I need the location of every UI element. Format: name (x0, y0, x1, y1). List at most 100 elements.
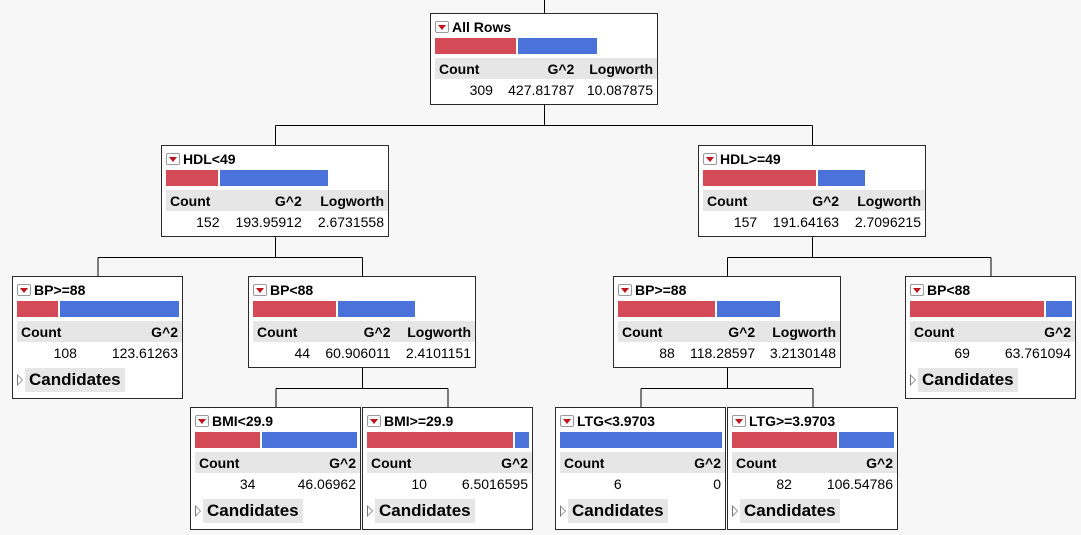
red-triangle-menu-icon[interactable] (253, 284, 267, 296)
count-value: 108 (53, 344, 77, 361)
g2-header: G^2 (259, 452, 360, 473)
count-header: Count (618, 321, 679, 342)
candidates-disclosure[interactable]: Candidates (367, 499, 475, 523)
count-header: Count (367, 452, 431, 473)
node-title: BP<88 (253, 281, 313, 299)
candidates-disclosure[interactable]: Candidates (560, 499, 668, 523)
disclosure-triangle-icon[interactable] (732, 505, 738, 517)
red-triangle-menu-icon[interactable] (17, 284, 31, 296)
candidates-label[interactable]: Candidates (25, 368, 125, 392)
logworth-header: Logworth (578, 58, 657, 79)
disclosure-triangle-icon[interactable] (910, 374, 916, 386)
g2-value: 63.761094 (1004, 344, 1071, 361)
node-title: BP>=88 (17, 281, 85, 299)
g2-value: 118.28597 (689, 344, 756, 361)
node-title: BMI>=29.9 (367, 412, 453, 430)
count-value: 10 (411, 475, 427, 492)
logworth-value: 10.087875 (586, 81, 653, 98)
g2-header: G^2 (973, 321, 1075, 342)
count-value: 6 (613, 475, 622, 492)
response-bar-chart (910, 301, 1073, 317)
red-triangle-menu-icon[interactable] (618, 284, 632, 296)
disclosure-triangle-icon[interactable] (560, 505, 566, 517)
response-bar-blue (1046, 301, 1072, 317)
count-value: 157 (733, 213, 758, 230)
red-triangle-menu-icon[interactable] (435, 21, 449, 33)
g2-header: G^2 (795, 452, 897, 473)
count-value: 152 (196, 213, 220, 230)
disclosure-triangle-icon[interactable] (367, 505, 373, 517)
node-title: BMI<29.9 (195, 412, 273, 430)
candidates-label[interactable]: Candidates (375, 499, 475, 523)
response-bar-red (367, 432, 513, 448)
count-header: Count (703, 190, 762, 211)
node-title: LTG>=3.9703 (732, 412, 835, 430)
stats-value-row: 82 106.54786 (732, 473, 897, 494)
count-header: Count (166, 190, 224, 211)
response-bar-blue (338, 301, 415, 317)
candidates-label[interactable]: Candidates (918, 368, 1018, 392)
g2-value: 46.06962 (297, 475, 356, 492)
response-bar-red (17, 301, 58, 317)
red-triangle-menu-icon[interactable] (703, 153, 717, 165)
disclosure-triangle-icon[interactable] (195, 505, 201, 517)
red-triangle-menu-icon[interactable] (910, 284, 924, 296)
candidates-label[interactable]: Candidates (203, 499, 303, 523)
logworth-header: Logworth (305, 190, 388, 211)
node-split-label: HDL<49 (183, 151, 236, 167)
count-value: 82 (776, 475, 792, 492)
candidates-label[interactable]: Candidates (568, 499, 668, 523)
node-split-label: BMI>=29.9 (384, 413, 454, 429)
g2-value: 0 (713, 475, 721, 492)
response-bar-red (732, 432, 837, 448)
logworth-value: 3.2130148 (769, 344, 836, 361)
count-value: 69 (954, 344, 970, 361)
node-split-label: BP<88 (927, 282, 971, 298)
g2-header: G^2 (430, 452, 532, 473)
response-bar-chart (367, 432, 530, 448)
red-triangle-menu-icon[interactable] (166, 153, 180, 165)
g2-value: 106.54786 (826, 475, 893, 492)
count-value: 309 (469, 81, 493, 98)
candidates-disclosure[interactable]: Candidates (195, 499, 303, 523)
node-title: BP<88 (910, 281, 970, 299)
red-triangle-menu-icon[interactable] (560, 415, 574, 427)
red-triangle-menu-icon[interactable] (195, 415, 209, 427)
disclosure-triangle-icon[interactable] (17, 374, 23, 386)
response-bar-blue (220, 170, 328, 186)
node-title: HDL<49 (166, 150, 236, 168)
red-triangle-menu-icon[interactable] (732, 415, 746, 427)
count-value: 34 (239, 475, 256, 492)
candidates-disclosure[interactable]: Candidates (910, 368, 1018, 392)
response-bar-blue (560, 432, 722, 448)
response-bar-chart (560, 432, 723, 448)
node-split-label: BP>=88 (635, 282, 687, 298)
candidates-label[interactable]: Candidates (740, 499, 840, 523)
response-bar-red (195, 432, 260, 448)
g2-value: 191.64163 (772, 213, 840, 230)
response-bar-chart (732, 432, 895, 448)
red-triangle-menu-icon[interactable] (367, 415, 381, 427)
candidates-disclosure[interactable]: Candidates (17, 368, 125, 392)
candidates-disclosure[interactable]: Candidates (732, 499, 840, 523)
